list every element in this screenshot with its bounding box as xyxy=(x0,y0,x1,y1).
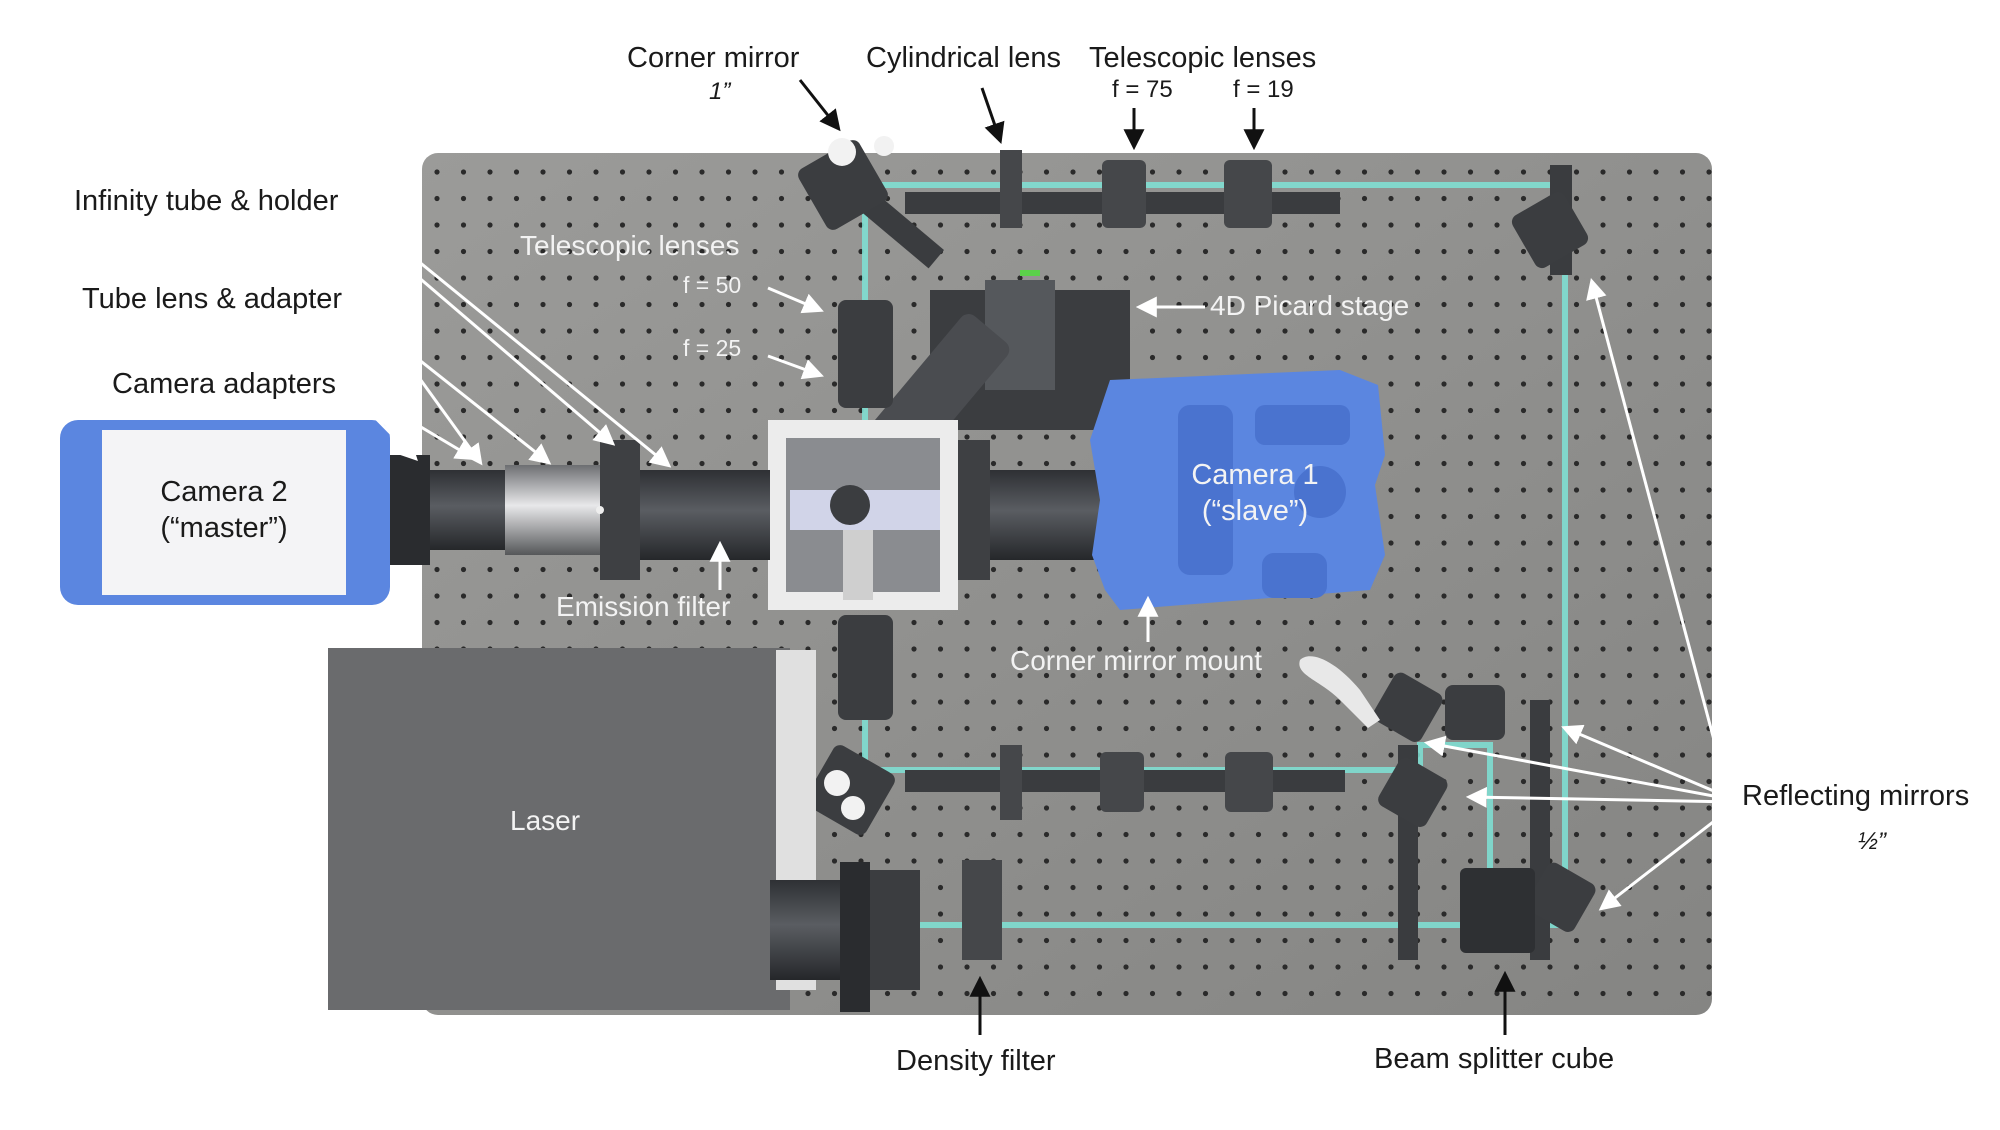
corner-mirror-mount xyxy=(768,420,958,610)
label-infinity-tube: Infinity tube & holder xyxy=(74,185,338,218)
label-f75: f = 75 xyxy=(1112,76,1173,104)
label-camera-adapters: Camera adapters xyxy=(112,368,336,401)
camera-1-role: (“slave”) xyxy=(1140,493,1370,529)
label-corner-mirror-mount: Corner mirror mount xyxy=(1010,645,1262,677)
label-f50: f = 50 xyxy=(683,272,741,299)
label-emission-filter: Emission filter xyxy=(556,591,730,623)
label-tube-lens: Tube lens & adapter xyxy=(82,283,342,316)
label-f25: f = 25 xyxy=(683,335,741,362)
camera-2-name: Camera 2 xyxy=(102,474,346,510)
label-4d-picard-stage: 4D Picard stage xyxy=(1210,290,1409,322)
label-laser: Laser xyxy=(510,805,580,837)
camera-2-role: (“master”) xyxy=(102,510,346,546)
label-density-filter: Density filter xyxy=(896,1045,1056,1078)
label-reflecting-size: ½” xyxy=(1858,828,1886,856)
label-telescopic-lenses-mid: Telescopic lenses xyxy=(520,230,739,262)
camera-1-name: Camera 1 xyxy=(1140,457,1370,493)
label-f19: f = 19 xyxy=(1233,76,1294,104)
label-reflecting-mirrors: Reflecting mirrors xyxy=(1742,780,1969,813)
label-beam-splitter: Beam splitter cube xyxy=(1374,1043,1614,1076)
label-telescopic-lenses-top: Telescopic lenses xyxy=(1089,42,1316,75)
label-camera-2: Camera 2 (“master”) xyxy=(102,474,346,546)
label-camera-1: Camera 1 (“slave”) xyxy=(1140,457,1370,529)
label-corner-mirror-size: 1” xyxy=(709,78,730,106)
label-cylindrical-lens: Cylindrical lens xyxy=(866,42,1061,75)
label-corner-mirror: Corner mirror xyxy=(627,42,799,75)
